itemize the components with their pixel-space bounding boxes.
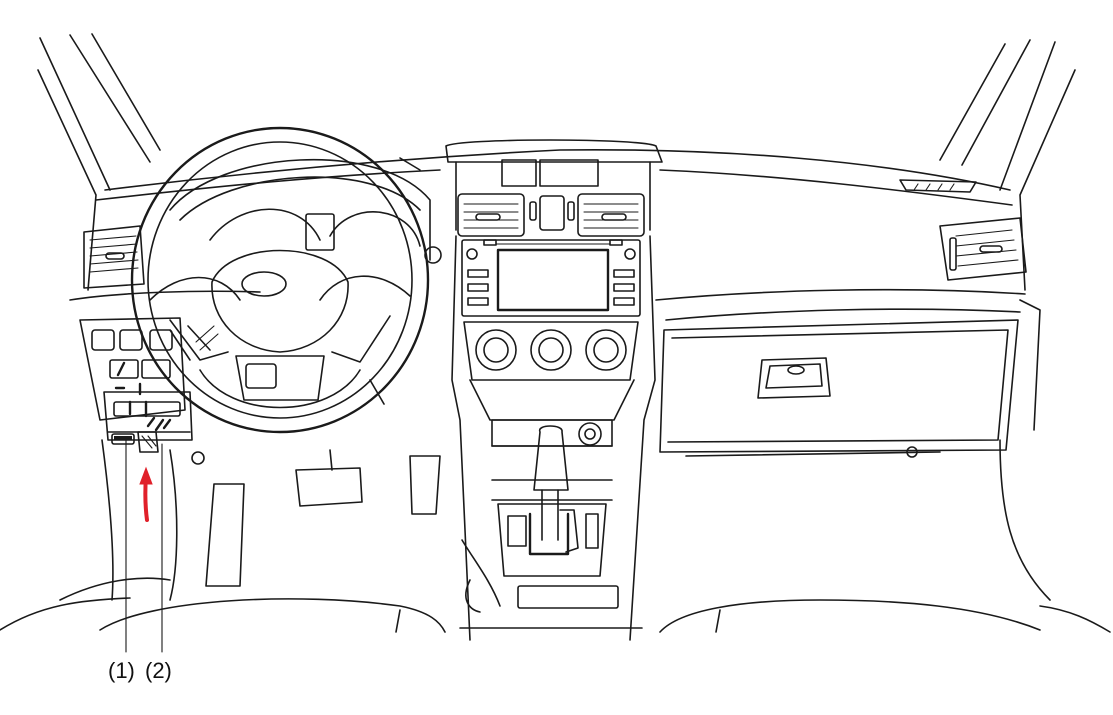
left-kick-panel: [59, 439, 178, 601]
gear-shifter: [497, 425, 607, 577]
arrow-head: [139, 466, 153, 485]
pedals: [205, 449, 441, 587]
callout-label-1: (1): [108, 658, 135, 683]
center-stack-sides: [451, 235, 656, 641]
console-lower: [459, 539, 643, 629]
air-vent-left: [83, 225, 145, 289]
steering-wheel: [130, 126, 430, 434]
front-seats: [0, 597, 1111, 633]
left-lower-panel: [69, 290, 261, 441]
dashboard-top: [95, 149, 1013, 206]
callout-label-2: (2): [145, 658, 172, 683]
air-vent-right: [939, 217, 1027, 281]
dash-trim-right: [655, 288, 1026, 321]
instrument-cluster: [169, 158, 442, 264]
right-kick-panel: [999, 299, 1051, 601]
center-vents: [457, 193, 645, 237]
release-levers: [111, 431, 205, 465]
a-pillar-right: [939, 39, 1076, 291]
center-console: [491, 419, 613, 501]
defroster-vent-right: [899, 179, 977, 193]
pull-direction-arrow: [139, 466, 153, 522]
climate-controls: [463, 321, 639, 381]
steering-column: [169, 325, 385, 405]
glove-box: [659, 319, 1019, 458]
a-pillar-left: [37, 33, 161, 291]
center-stack-top: [445, 139, 663, 231]
infotainment-unit: [461, 239, 641, 317]
steering-wheel-hub: [211, 249, 349, 401]
